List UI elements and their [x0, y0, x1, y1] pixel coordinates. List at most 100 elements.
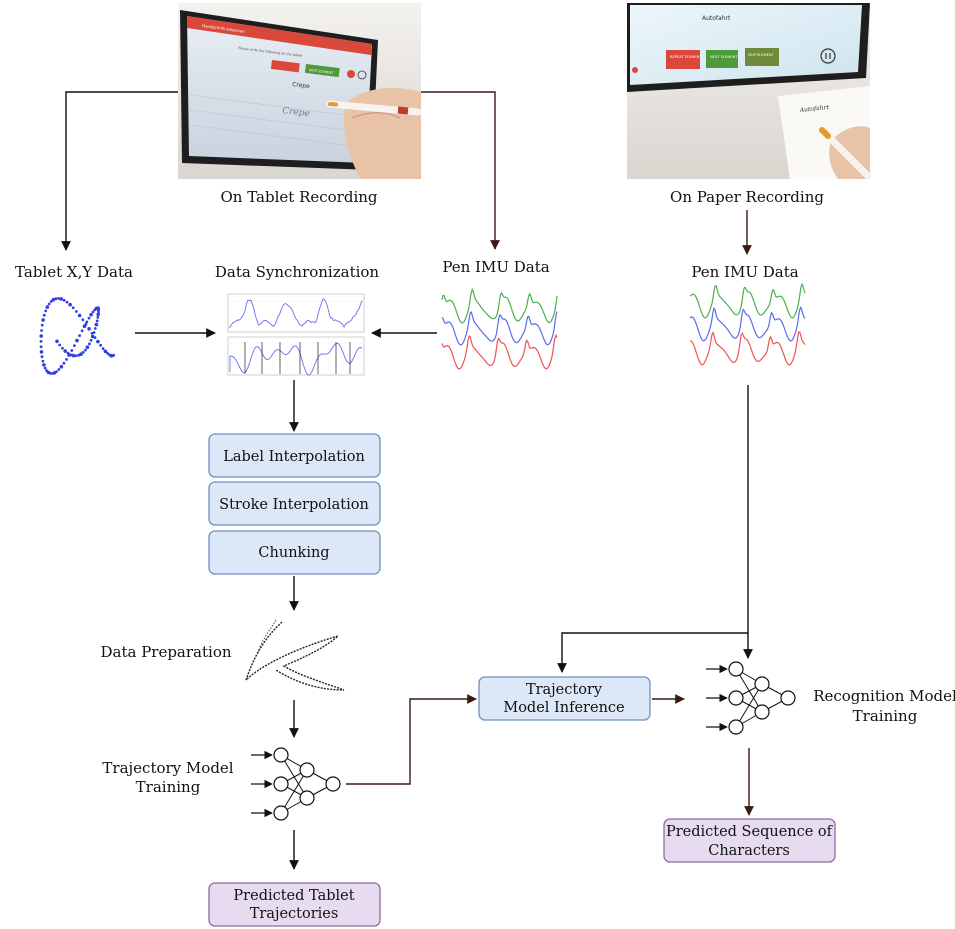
xy-point [67, 353, 71, 357]
xy-point [44, 367, 47, 370]
neuron-node [300, 791, 314, 805]
neuron-node [755, 677, 769, 691]
neuron-node [274, 806, 288, 820]
stroke-interpolation-box: Stroke Interpolation [209, 482, 380, 525]
xy-point [88, 343, 91, 346]
xy-point [60, 365, 64, 369]
pen-imu-signal-right [690, 284, 805, 365]
xy-point [40, 329, 43, 332]
neuron-node [729, 691, 743, 705]
xy-point [86, 345, 90, 349]
predicted-tablet-trajectories-box: Predicted Tablet Trajectories [209, 883, 380, 926]
xy-point [90, 339, 93, 342]
xy-point [41, 318, 45, 322]
svg-text:Chunking: Chunking [258, 545, 329, 561]
pen-imu-data-label-left: Pen IMU Data [442, 258, 549, 276]
xy-point [96, 340, 100, 344]
trajectory-model-training-label-1: Trajectory Model [102, 759, 233, 777]
data-synchronization-plot [222, 290, 370, 378]
label-interpolation-box: Label Interpolation [209, 434, 380, 477]
xy-point [75, 339, 79, 343]
svg-text:NEXT ELEMENT: NEXT ELEMENT [710, 55, 738, 59]
xy-point [87, 327, 91, 331]
xy-point [89, 313, 93, 317]
data-synchronization-label: Data Synchronization [215, 263, 380, 281]
recognition-model-network-icon [706, 662, 795, 734]
skip-element-button [745, 48, 779, 66]
svg-text:Label Interpolation: Label Interpolation [223, 449, 365, 465]
xy-point [70, 349, 73, 352]
xy-point [73, 344, 76, 347]
data-preparation-label: Data Preparation [100, 643, 231, 661]
xy-point [78, 334, 81, 337]
recognition-model-training-label-2: Training [853, 707, 918, 725]
xy-point [112, 354, 115, 357]
xy-point [45, 369, 48, 372]
xy-point [92, 311, 95, 314]
trajectory-model-training-label-2: Training [136, 778, 201, 796]
neuron-node [300, 763, 314, 777]
xy-point [63, 299, 66, 302]
xy-point [82, 351, 85, 354]
next-element-button [706, 50, 738, 68]
data-preparation-trajectory [246, 622, 344, 690]
neuron-node [274, 748, 288, 762]
xy-point [55, 297, 58, 300]
xy-point [40, 345, 43, 348]
xy-point [99, 344, 102, 347]
svg-text:Characters: Characters [708, 843, 790, 859]
xy-point [88, 317, 91, 320]
xy-point [81, 329, 84, 332]
paper-recording-photo: Autofahrt REPEAT ELEMENT NEXT ELEMENT SK… [627, 3, 870, 179]
neuron-node [326, 777, 340, 791]
xy-point [102, 347, 105, 350]
xy-point [42, 360, 45, 363]
xy-point [58, 368, 61, 371]
xy-point [43, 314, 46, 317]
xy-point [75, 310, 78, 313]
xy-point [95, 323, 99, 327]
xy-point [39, 334, 43, 338]
xy-point [72, 306, 75, 309]
svg-text:Trajectory: Trajectory [526, 682, 603, 698]
hand [344, 88, 421, 179]
repeat-element-button [666, 50, 700, 69]
xy-point [46, 305, 50, 309]
chunking-box: Chunking [209, 531, 380, 574]
xy-point [63, 362, 66, 365]
xy-point [96, 316, 99, 319]
xy-point [42, 363, 46, 367]
recognition-model-training-label-1: Recognition Model [813, 687, 955, 705]
xy-point [78, 314, 82, 318]
predicted-sequence-of-characters-box: Predicted Sequence of Characters [664, 819, 835, 862]
svg-text:SKIP ELEMENT: SKIP ELEMENT [748, 53, 775, 57]
xy-point [61, 347, 64, 350]
xy-point [41, 355, 44, 358]
xy-point [96, 320, 99, 323]
record-icon [347, 70, 355, 78]
trajectory-model-inference-box: Trajectory Model Inference [479, 677, 650, 720]
xy-point [81, 318, 84, 321]
neuron-node [274, 777, 288, 791]
xy-point [40, 350, 44, 354]
neuron-node [729, 662, 743, 676]
tablet-xy-scatter-plot [39, 297, 115, 375]
svg-text:Predicted Sequence of: Predicted Sequence of [666, 824, 834, 840]
svg-text:REPEAT ELEMENT: REPEAT ELEMENT [670, 55, 702, 59]
xy-point [68, 303, 72, 307]
neuron-node [729, 720, 743, 734]
xy-point [41, 324, 44, 327]
xy-point [59, 297, 63, 301]
tablet-xy-data-label: Tablet X,Y Data [15, 263, 133, 281]
pen-imu-data-label-right: Pen IMU Data [691, 263, 798, 281]
xy-point [58, 344, 61, 347]
xy-point [85, 323, 88, 326]
xy-point [91, 332, 94, 335]
record-icon [632, 67, 638, 73]
xy-point [48, 303, 51, 306]
xy-point [66, 301, 69, 304]
xy-point [94, 336, 97, 339]
neuron-node [755, 705, 769, 719]
xy-point [44, 310, 47, 313]
